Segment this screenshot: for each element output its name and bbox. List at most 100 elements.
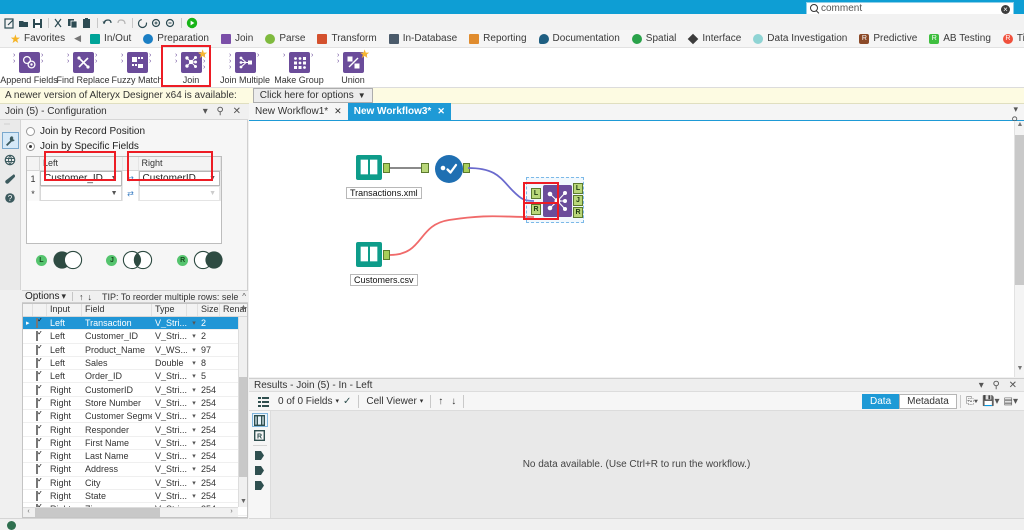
- join-input-anchor-right[interactable]: R: [531, 204, 541, 215]
- paste-icon[interactable]: [80, 17, 93, 30]
- tab-metadata[interactable]: Metadata: [899, 393, 957, 409]
- join-grid-swap-icon[interactable]: ⇄: [123, 186, 139, 201]
- row-checkbox[interactable]: [33, 451, 47, 462]
- row-expander[interactable]: ▸: [26, 320, 30, 328]
- row-checkbox[interactable]: [33, 437, 47, 448]
- results-grid-view-icon[interactable]: [253, 395, 274, 408]
- tool-make-group[interactable]: › › Make Group: [272, 48, 326, 85]
- right-field-dropdown-empty[interactable]: ▼: [138, 186, 220, 201]
- hscroll-thumb[interactable]: [35, 508, 160, 517]
- all-records-icon[interactable]: [251, 413, 268, 427]
- workflow-canvas[interactable]: Transactions.xml Customers.csv: [249, 121, 1024, 377]
- type-dropdown-icon[interactable]: ▾: [192, 399, 196, 407]
- checkbox-icon[interactable]: [36, 371, 38, 382]
- row-checkbox[interactable]: [33, 411, 47, 422]
- category-transform[interactable]: Transform: [311, 30, 382, 48]
- type-dropdown-icon[interactable]: ▾: [192, 320, 196, 328]
- type-dropdown-icon[interactable]: ▾: [192, 466, 196, 474]
- join-by-record-position-option[interactable]: Join by Record Position: [26, 126, 244, 137]
- move-down-icon[interactable]: ↓: [87, 291, 93, 302]
- close-icon[interactable]: ✕: [334, 106, 342, 116]
- vscroll-thumb[interactable]: [239, 377, 247, 477]
- category-favorites[interactable]: ★ Favorites: [4, 30, 71, 48]
- tag-icon[interactable]: [2, 170, 19, 187]
- tool-join-multiple[interactable]: ››› › Join Multiple: [218, 48, 272, 85]
- field-table-vscrollbar[interactable]: ▲ ▼: [238, 304, 247, 507]
- type-dropdown-icon[interactable]: ▾: [192, 360, 196, 368]
- ribbon-left-arrow-icon[interactable]: ◀: [74, 33, 82, 43]
- row-checkbox[interactable]: [33, 477, 47, 488]
- search-clear-icon[interactable]: ×: [1001, 5, 1010, 14]
- tool-union[interactable]: ›› › ★ Union: [326, 48, 380, 85]
- type-dropdown-icon[interactable]: ▾: [192, 346, 196, 354]
- category-reporting[interactable]: Reporting: [463, 30, 532, 48]
- copy-icon[interactable]: ⎘▾: [965, 395, 979, 407]
- undo-icon[interactable]: [101, 17, 114, 30]
- checkbox-icon[interactable]: [36, 397, 38, 408]
- checkbox-icon[interactable]: [36, 411, 38, 422]
- right-field-dropdown[interactable]: CustomerID ▼: [138, 171, 220, 186]
- save-icon[interactable]: 💾▾: [982, 395, 1000, 407]
- venn-right-only[interactable]: R: [177, 250, 228, 270]
- left-anchor-icon[interactable]: [252, 448, 268, 462]
- join-output-anchor-join[interactable]: J: [573, 195, 583, 206]
- input-anchor[interactable]: [421, 163, 429, 173]
- type-dropdown-icon[interactable]: ▾: [192, 426, 196, 434]
- update-options-button[interactable]: Click here for options ▼: [252, 88, 373, 103]
- category-spatial[interactable]: Spatial: [626, 30, 683, 48]
- row-checkbox[interactable]: [33, 491, 47, 501]
- category-parse[interactable]: Parse: [259, 30, 311, 48]
- records-icon[interactable]: R: [252, 428, 268, 442]
- type-dropdown-icon[interactable]: ▾: [192, 333, 196, 341]
- field-table-hscrollbar[interactable]: ‹ ›: [23, 507, 238, 517]
- tool-find-replace[interactable]: ›› ›› Find Replace: [56, 48, 110, 85]
- checkbox-icon[interactable]: [36, 451, 38, 462]
- row-checkbox[interactable]: [33, 464, 47, 475]
- results-move-up-icon[interactable]: ↑: [438, 395, 444, 407]
- redo-icon[interactable]: [115, 17, 128, 30]
- tool-fuzzy-match[interactable]: ›› ›› Fuzzy Match: [110, 48, 164, 85]
- globe-icon[interactable]: [2, 151, 19, 168]
- canvas-panel-controls[interactable]: ▾ ⚲ ✕: [1000, 104, 1024, 136]
- category-ab-testing[interactable]: R AB Testing: [923, 30, 997, 48]
- scroll-down-icon[interactable]: ▼: [240, 498, 247, 505]
- scroll-down-icon[interactable]: ▼: [1016, 365, 1024, 372]
- node-transactions-input[interactable]: [354, 153, 390, 186]
- output-anchor[interactable]: [383, 250, 390, 260]
- join-by-specific-fields-option[interactable]: Join by Specific Fields: [26, 141, 244, 152]
- row-checkbox[interactable]: [33, 397, 47, 408]
- scroll-up-icon[interactable]: ▲: [1016, 121, 1024, 128]
- checkbox-icon[interactable]: [36, 384, 38, 395]
- checkbox-icon[interactable]: [36, 331, 38, 342]
- output-anchor[interactable]: [463, 163, 470, 173]
- join-input-anchor-left[interactable]: L: [531, 188, 541, 199]
- join-grid-right-cell[interactable]: CustomerID ▼: [138, 171, 221, 186]
- category-data-investigation[interactable]: Data Investigation: [747, 30, 853, 48]
- join-anchor-icon[interactable]: [252, 463, 268, 477]
- category-interface[interactable]: Interface: [682, 30, 747, 48]
- checkbox-icon[interactable]: [36, 437, 38, 448]
- export-icon[interactable]: ▤▾: [1003, 395, 1018, 407]
- left-field-dropdown-empty[interactable]: ▼: [40, 186, 122, 201]
- row-checkbox[interactable]: [33, 344, 47, 355]
- radio-record-position[interactable]: [26, 127, 35, 136]
- open-icon[interactable]: [17, 17, 30, 30]
- favorite-star-icon[interactable]: ★: [197, 47, 208, 61]
- favorite-star-icon[interactable]: ★: [359, 47, 370, 61]
- row-checkbox[interactable]: [33, 384, 47, 395]
- scroll-up-icon[interactable]: ▲: [240, 304, 247, 311]
- type-dropdown-icon[interactable]: ▾: [192, 453, 196, 461]
- scroll-right-icon[interactable]: ›: [230, 508, 233, 515]
- category-predictive[interactable]: R Predictive: [853, 30, 923, 48]
- options-button[interactable]: Options: [25, 291, 60, 302]
- row-checkbox[interactable]: [33, 371, 47, 382]
- close-icon[interactable]: ✕: [437, 106, 445, 116]
- type-dropdown-icon[interactable]: ▾: [192, 386, 196, 394]
- row-checkbox[interactable]: [33, 331, 47, 342]
